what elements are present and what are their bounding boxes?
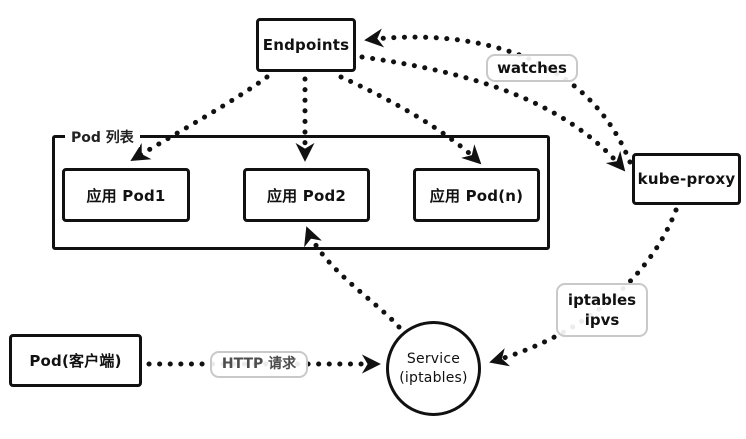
node-service: Service (iptables) <box>386 321 481 416</box>
pod-list-container: Pod 列表 <box>52 127 550 250</box>
pod-list-label: Pod 列表 <box>65 127 140 147</box>
node-app-pod2-label: 应用 Pod2 <box>266 186 347 205</box>
node-app-podn: 应用 Pod(n) <box>413 168 540 222</box>
node-endpoints-label: Endpoints <box>262 36 350 54</box>
edge-endpoints-to-kubeproxy <box>359 54 627 173</box>
node-app-pod1-label: 应用 Pod1 <box>86 186 166 205</box>
node-endpoints: Endpoints <box>256 18 356 72</box>
node-kube-proxy-label: kube-proxy <box>637 170 736 188</box>
edge-label-watches: watches <box>486 54 578 82</box>
node-pod-client-label: Pod(客户端) <box>29 352 122 370</box>
edge-endpoints-to-podn <box>338 74 483 166</box>
edge-label-http-request-text: HTTP 请求 <box>221 356 297 373</box>
node-app-podn-label: 应用 Pod(n) <box>429 186 524 205</box>
edge-label-iptables-text: iptables <box>567 290 637 309</box>
edge-label-ipvs-text: ipvs <box>584 311 620 329</box>
node-kube-proxy: kube-proxy <box>632 153 741 205</box>
node-service-label-line2: (iptables) <box>399 369 468 386</box>
edge-label-iptables-ipvs: iptables ipvs <box>556 283 648 337</box>
edge-label-watches-text: watches <box>497 58 567 77</box>
node-app-pod2: 应用 Pod2 <box>243 168 370 222</box>
edge-label-http-request: HTTP 请求 <box>210 351 308 378</box>
node-service-label-line1: Service <box>406 351 461 368</box>
node-app-pod1: 应用 Pod1 <box>62 168 190 222</box>
edge-service-to-pod2 <box>304 225 402 330</box>
edge-endpoints-to-pod1 <box>129 74 270 163</box>
node-pod-client: Pod(客户端) <box>9 334 142 387</box>
